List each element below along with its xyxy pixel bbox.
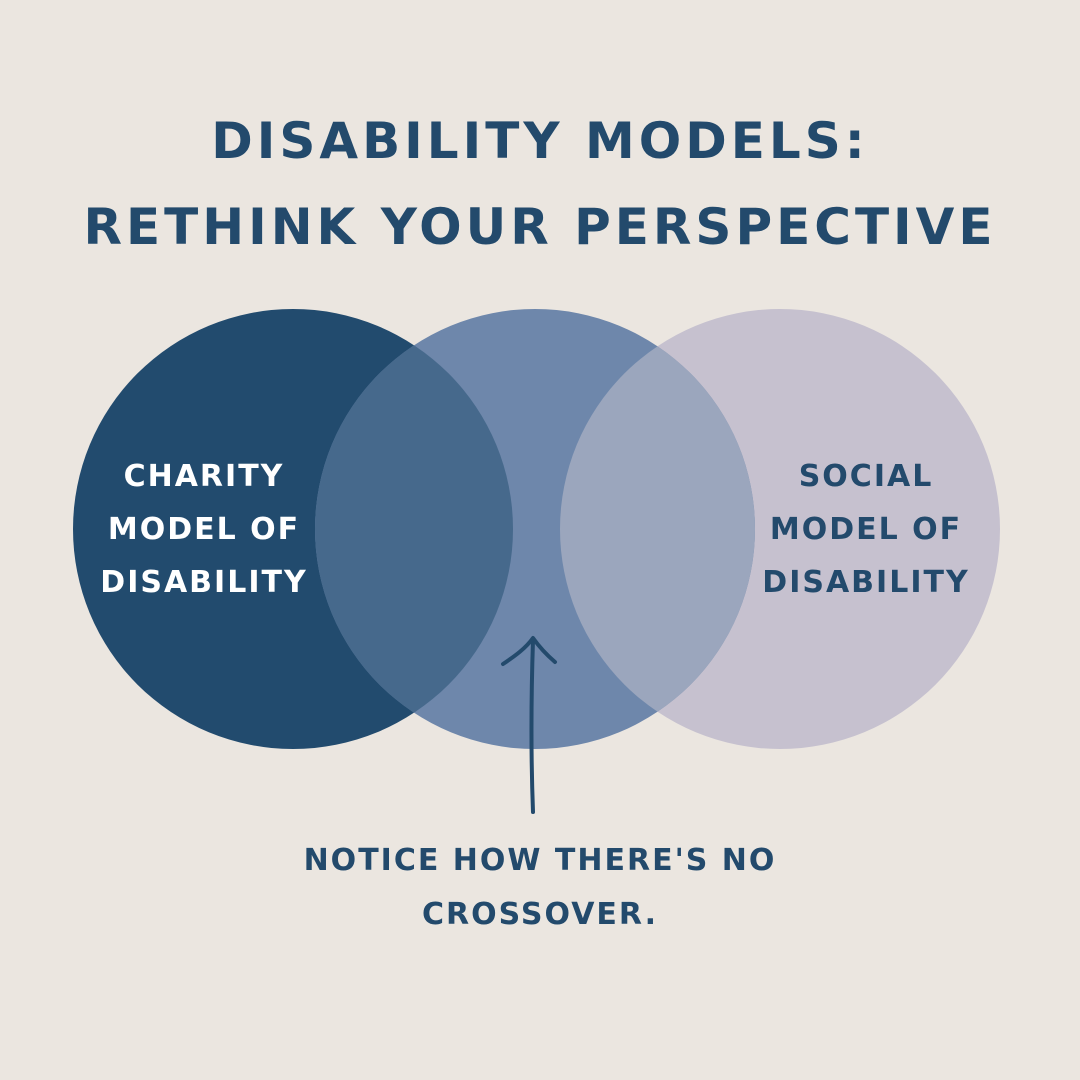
page-title-line-1: Disability Models: xyxy=(211,112,869,170)
social-model-label-line: Social xyxy=(798,459,934,494)
crossover-note-line: Notice how there's no xyxy=(303,843,777,878)
page-title-line-2: Rethink Your Perspective xyxy=(83,198,997,256)
arrow-up-icon xyxy=(501,636,557,814)
crossover-note: Notice how there's no crossover. xyxy=(240,834,840,942)
charity-model-label-line: Model of xyxy=(107,512,301,547)
crossover-note-line: crossover. xyxy=(422,897,658,932)
social-model-label-line: Disability xyxy=(762,565,970,600)
social-model-label: Social Model of Disability xyxy=(752,450,980,609)
charity-model-label-line: Charity xyxy=(123,459,285,494)
charity-model-label-line: Disability xyxy=(100,565,308,600)
charity-model-label: Charity Model of Disability xyxy=(84,450,324,609)
venn-overlap-left-middle xyxy=(315,309,513,749)
venn-overlap-middle-right xyxy=(560,309,755,749)
social-model-label-line: Model of xyxy=(769,512,963,547)
